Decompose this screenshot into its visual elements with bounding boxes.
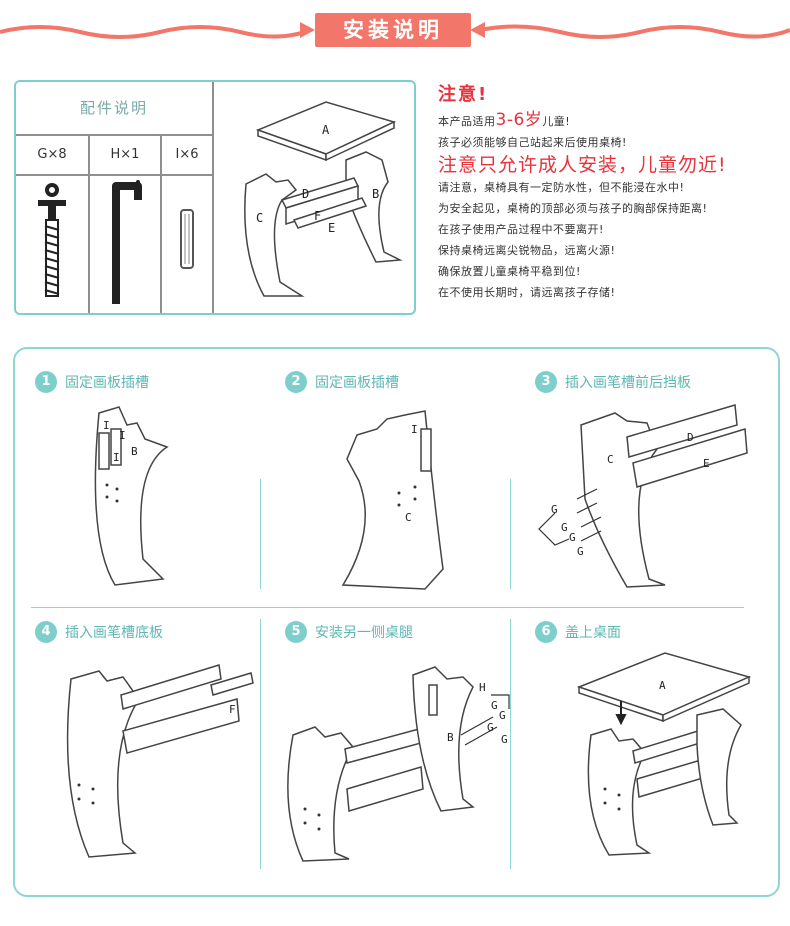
step-6-header: 6 盖上桌面 bbox=[535, 621, 621, 645]
step-1-part-i: I bbox=[119, 429, 126, 442]
assembled-label-f: F bbox=[314, 209, 321, 223]
step-1-panel-b: B bbox=[131, 445, 138, 458]
step-5-part-h: H bbox=[479, 681, 486, 694]
step-2-diagram: I C bbox=[341, 410, 444, 590]
step-6-label: 盖上桌面 bbox=[565, 625, 621, 641]
step-4: 4 插入画笔槽底板 F bbox=[15, 599, 265, 869]
step-3: 3 插入画笔槽前后挡板 C D E G G G G bbox=[515, 349, 765, 619]
assembled-label-d: D bbox=[302, 187, 309, 201]
screw-icon bbox=[16, 176, 88, 313]
column-divider bbox=[260, 619, 261, 869]
note-line-stand: 孩子必须能够自己站起来后使用桌椅! bbox=[438, 136, 627, 149]
step-6-diagram: A bbox=[576, 652, 752, 856]
step-5-header: 5 安装另一侧桌腿 bbox=[285, 621, 413, 645]
parts-table: 配件说明 G×8 bbox=[16, 82, 214, 313]
note-age-line: 本产品适用3-6岁儿童! bbox=[438, 110, 788, 132]
note-line: 在孩子使用产品过程中不要离开! bbox=[438, 223, 604, 236]
column-divider bbox=[510, 479, 511, 589]
part-h-column: H×1 bbox=[90, 136, 162, 313]
page-title: 安装说明 bbox=[315, 13, 471, 47]
step-3-part-g: G bbox=[551, 503, 558, 516]
assembled-label-e: E bbox=[328, 221, 335, 235]
note-age-range: 3-6岁 bbox=[495, 110, 543, 130]
column-divider bbox=[510, 619, 511, 869]
assembled-label-c: C bbox=[256, 211, 263, 225]
part-g-label: G×8 bbox=[16, 136, 88, 176]
step-4-number: 4 bbox=[35, 621, 57, 643]
safety-notes: 注意! 本产品适用3-6岁儿童! 孩子必须能够自己站起来后使用桌椅! 注意只允许… bbox=[438, 80, 788, 303]
step-3-diagram: C D E G G G G bbox=[538, 404, 748, 588]
parts-panel: 配件说明 G×8 bbox=[14, 80, 416, 315]
step-2: 2 固定画板插槽 I C bbox=[265, 349, 515, 619]
step-3-header: 3 插入画笔槽前后挡板 bbox=[535, 371, 691, 395]
column-divider bbox=[260, 479, 261, 589]
step-6: 6 盖上桌面 A bbox=[515, 599, 765, 869]
assembled-desk-diagram: A B C D E F bbox=[216, 82, 414, 313]
step-2-label: 固定画板插槽 bbox=[315, 375, 399, 391]
part-g-column: G×8 bbox=[16, 136, 90, 313]
part-h-label: H×1 bbox=[90, 136, 160, 176]
row-divider bbox=[31, 607, 744, 608]
step-1-part-i: I bbox=[113, 451, 120, 464]
step-2-part-i: I bbox=[411, 423, 418, 436]
step-2-panel-c: C bbox=[405, 511, 412, 524]
step-5-part-g: G bbox=[491, 699, 498, 712]
note-line: 为安全起见，桌椅的顶部必须与孩子的胸部保持距离! bbox=[438, 202, 708, 215]
adult-assembly-warning: 注意只允许成人安装，儿童勿近! bbox=[438, 154, 727, 176]
step-5-part-g: G bbox=[487, 721, 494, 734]
step-3-label: 插入画笔槽前后挡板 bbox=[565, 375, 691, 391]
step-5-label: 安装另一侧桌腿 bbox=[315, 625, 413, 641]
step-6-panel-a: A bbox=[659, 679, 666, 692]
step-3-panel-e: E bbox=[703, 457, 710, 470]
wave-decoration bbox=[0, 22, 790, 39]
step-3-panel-d: D bbox=[687, 431, 694, 444]
note-age-suffix: 儿童! bbox=[542, 115, 571, 128]
note-age-prefix: 本产品适用 bbox=[438, 115, 496, 128]
step-4-diagram: F bbox=[66, 664, 254, 858]
step-5-part-g: G bbox=[501, 733, 508, 746]
assembled-label-a: A bbox=[322, 123, 330, 137]
step-1-part-i: I bbox=[103, 419, 110, 432]
step-3-part-g: G bbox=[561, 521, 568, 534]
note-line: 保持桌椅远离尖锐物品，远离火源! bbox=[438, 244, 616, 257]
allen-key-icon bbox=[90, 176, 160, 313]
step-1-number: 1 bbox=[35, 371, 57, 393]
step-5-number: 5 bbox=[285, 621, 307, 643]
dowel-icon bbox=[162, 176, 212, 313]
step-6-number: 6 bbox=[535, 621, 557, 643]
step-4-label: 插入画笔槽底板 bbox=[65, 625, 163, 641]
step-2-header: 2 固定画板插槽 bbox=[285, 371, 399, 395]
step-4-header: 4 插入画笔槽底板 bbox=[35, 621, 163, 645]
step-1-header: 1 固定画板插槽 bbox=[35, 371, 149, 395]
step-2-number: 2 bbox=[285, 371, 307, 393]
step-5-part-g: G bbox=[499, 709, 506, 722]
step-3-part-g: G bbox=[577, 545, 584, 558]
step-3-panel-c: C bbox=[607, 453, 614, 466]
step-5-panel-b: B bbox=[447, 731, 454, 744]
part-i-column: I×6 bbox=[162, 136, 212, 313]
step-1-label: 固定画板插槽 bbox=[65, 375, 149, 391]
assembly-steps-panel: 1 固定画板插槽 I I I B 2 固定画板插槽 bbox=[13, 347, 780, 897]
step-5: 5 安装另一侧桌腿 B H G G G G bbox=[265, 599, 515, 869]
step-4-panel-f: F bbox=[229, 703, 236, 716]
step-5-diagram: B H G G G G bbox=[287, 666, 510, 862]
part-i-label: I×6 bbox=[162, 136, 212, 176]
step-1-diagram: I I I B bbox=[94, 406, 169, 586]
step-3-part-g: G bbox=[569, 531, 576, 544]
header-banner: 安装说明 bbox=[0, 0, 790, 60]
assembled-label-b: B bbox=[372, 187, 379, 201]
parts-title: 配件说明 bbox=[16, 82, 212, 136]
step-1: 1 固定画板插槽 I I I B bbox=[15, 349, 265, 619]
note-line: 在不使用长期时，请远离孩子存储! bbox=[438, 286, 616, 299]
note-line: 请注意，桌椅具有一定防水性，但不能浸在水中! bbox=[438, 181, 685, 194]
step-3-number: 3 bbox=[535, 371, 557, 393]
notes-title: 注意! bbox=[438, 84, 489, 105]
note-line: 确保放置儿童桌椅平稳到位! bbox=[438, 265, 581, 278]
